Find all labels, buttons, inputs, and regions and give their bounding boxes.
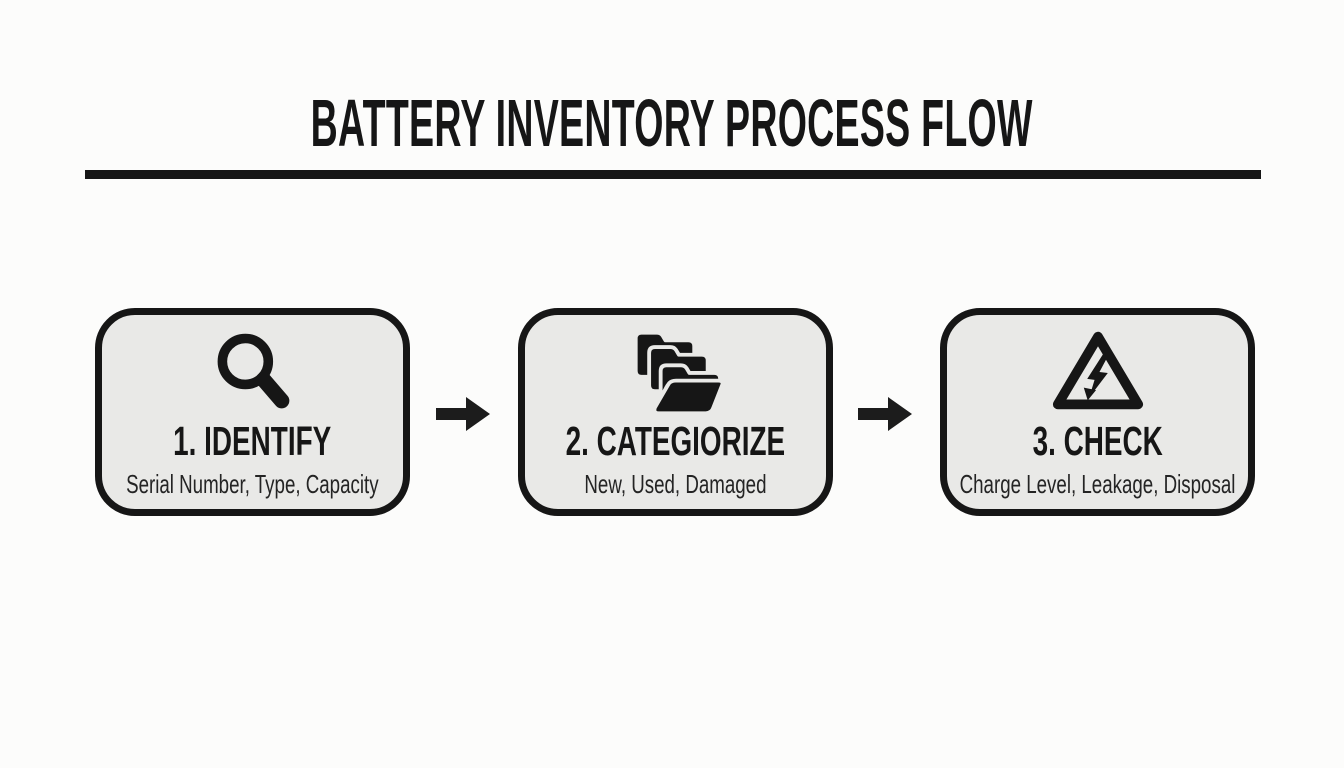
page-title: BATTERY INVENTORY PROCESS FLOW — [310, 86, 1034, 161]
step-subtitle-text: Serial Number, Type, Capacity — [126, 469, 379, 499]
step-heading: 2. CATEGIORIZE — [514, 421, 837, 462]
step-heading: 3. CHECK — [1002, 421, 1193, 462]
step-subtitle: Serial Number, Type, Capacity — [77, 471, 428, 497]
step-box-check: 3. CHECK Charge Level, Leakage, Disposal — [940, 308, 1255, 516]
step-subtitle-text: Charge Level, Leakage, Disposal — [959, 469, 1236, 499]
arrow-right-icon — [858, 392, 914, 436]
step-heading: 1. IDENTIFY — [136, 421, 368, 462]
title-wrap: BATTERY INVENTORY PROCESS FLOW — [0, 90, 1344, 157]
step-subtitle: Charge Level, Leakage, Disposal — [906, 471, 1289, 497]
magnifier-icon — [209, 325, 297, 419]
step-subtitle-text: New, Used, Damaged — [584, 469, 767, 499]
step-heading-text: 3. CHECK — [1032, 418, 1163, 464]
step-heading-text: 2. CATEGIORIZE — [565, 418, 786, 464]
step-subtitle: New, Used, Damaged — [549, 471, 802, 497]
step-box-identify: 1. IDENTIFY Serial Number, Type, Capacit… — [95, 308, 410, 516]
title-underline-rule — [85, 170, 1261, 179]
step-heading-text: 1. IDENTIFY — [173, 418, 332, 464]
folders-icon — [626, 325, 726, 419]
step-box-categorize: 2. CATEGIORIZE New, Used, Damaged — [518, 308, 833, 516]
arrow-right-icon — [436, 392, 492, 436]
high-voltage-warning-icon — [1049, 325, 1147, 419]
